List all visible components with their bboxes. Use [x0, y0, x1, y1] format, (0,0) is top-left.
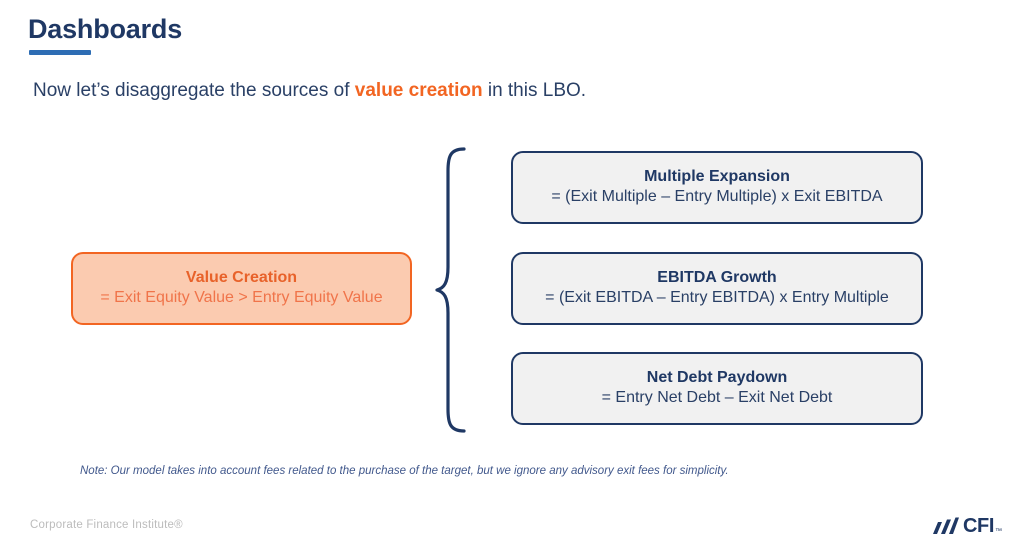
value-creation-box-formula: = Exit Equity Value > Entry Equity Value	[100, 289, 383, 307]
subtitle-text-before: Now let’s disaggregate the sources of	[33, 80, 355, 101]
component-box-net-debt-paydown[interactable]: Net Debt Paydown = Entry Net Debt – Exit…	[511, 352, 923, 425]
page-title: Dashboards	[28, 14, 183, 44]
value-creation-box-title: Value Creation	[185, 269, 298, 287]
component-box-formula: = Entry Net Debt – Exit Net Debt	[601, 389, 833, 407]
component-box-ebitda-growth[interactable]: EBITDA Growth = (Exit EBITDA – Entry EBI…	[511, 252, 923, 325]
component-box-title: EBITDA Growth	[657, 269, 777, 287]
value-creation-box[interactable]: Value Creation = Exit Equity Value > Ent…	[71, 252, 412, 325]
curly-brace-icon	[435, 147, 466, 433]
cfi-logo-text: CFI	[962, 515, 994, 537]
subtitle-text-after: in this LBO.	[482, 80, 587, 101]
cfi-logo-trademark: ™	[995, 528, 1002, 535]
component-box-formula: = (Exit Multiple – Entry Multiple) x Exi…	[551, 188, 883, 206]
component-box-multiple-expansion[interactable]: Multiple Expansion = (Exit Multiple – En…	[511, 151, 923, 224]
title-underline-bar	[29, 50, 91, 55]
component-box-formula: = (Exit EBITDA – Entry EBITDA) x Entry M…	[545, 289, 889, 307]
footer-brand-text: Corporate Finance Institute®	[30, 519, 183, 531]
cfi-logo: CFI ™	[929, 514, 1002, 538]
subtitle-highlight: value creation	[354, 80, 483, 101]
component-box-title: Net Debt Paydown	[646, 369, 788, 387]
footnote: Note: Our model takes into account fees …	[80, 465, 729, 477]
cfi-slashes-icon	[932, 517, 959, 534]
component-box-title: Multiple Expansion	[644, 168, 790, 186]
subtitle: Now let’s disaggregate the sources of va…	[33, 80, 586, 102]
